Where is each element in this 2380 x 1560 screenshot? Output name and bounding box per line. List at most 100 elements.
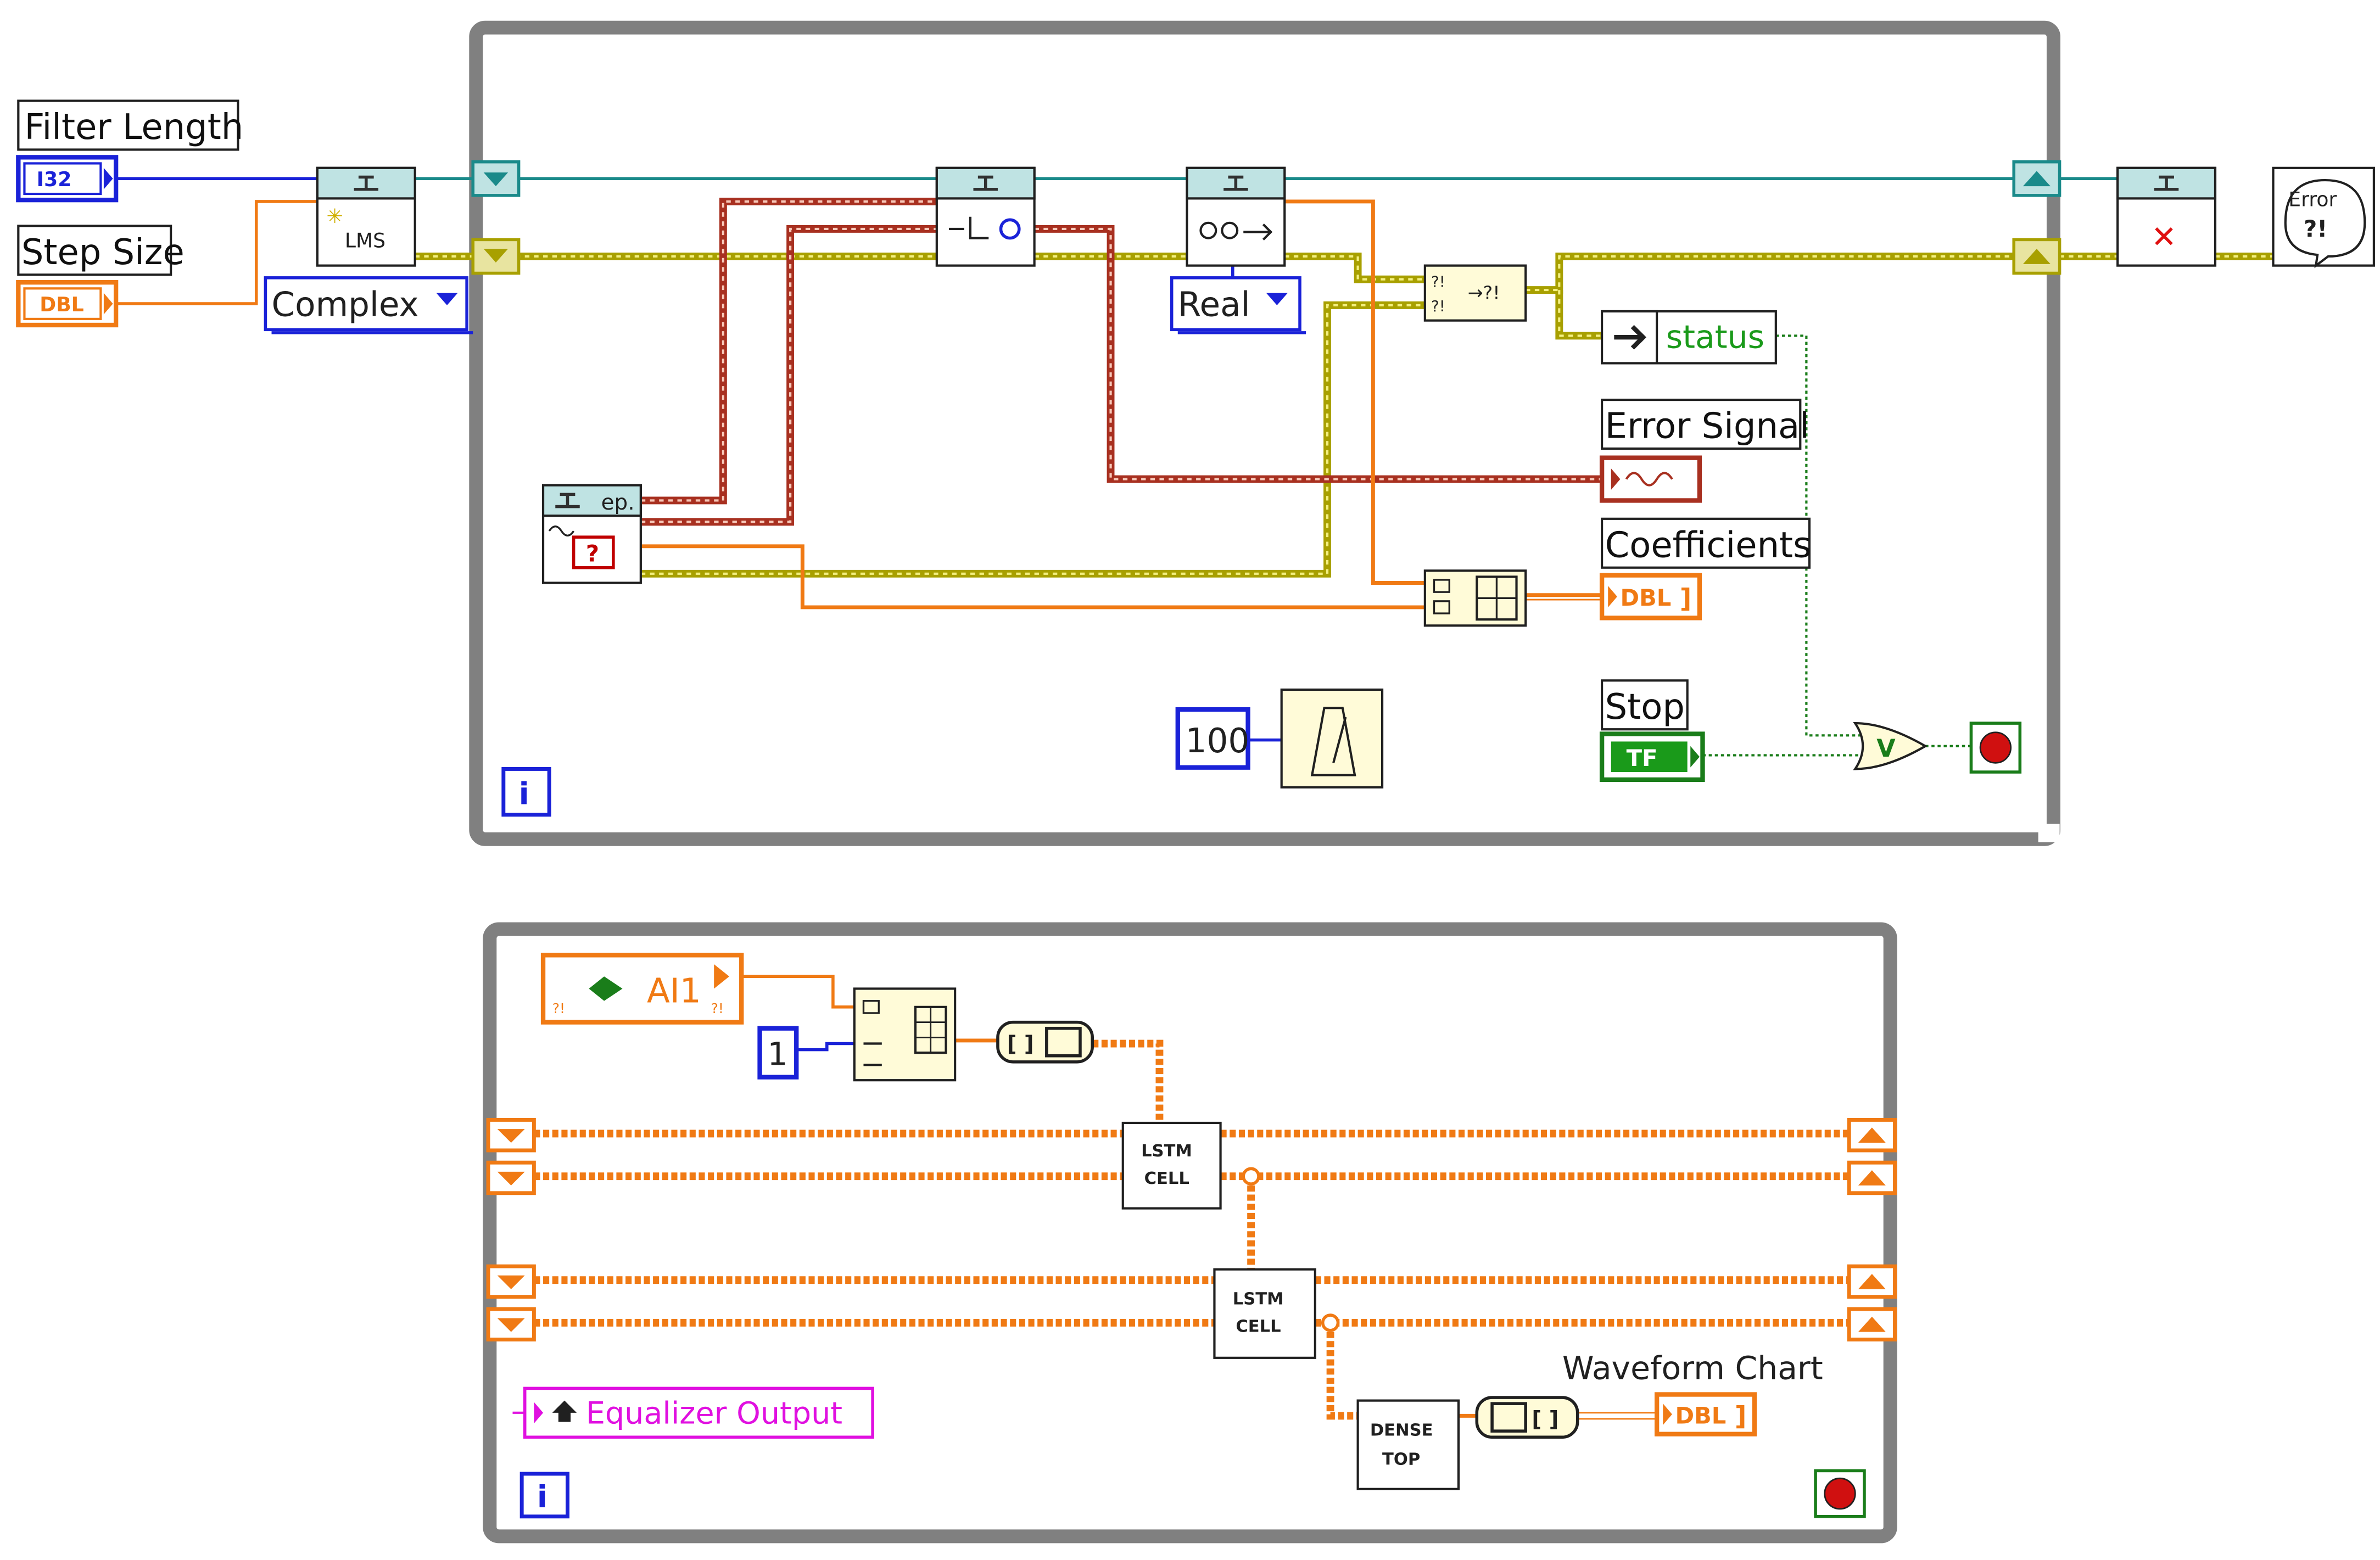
- tensor-to-array-node[interactable]: [ ]: [1475, 1396, 1579, 1439]
- loop-condition-bottom[interactable]: [1814, 1469, 1866, 1518]
- bottom-shift-registers[interactable]: [486, 1117, 1897, 1341]
- dense-line1: DENSE: [1370, 1421, 1433, 1440]
- wire-coeffs-2[interactable]: [640, 544, 1425, 610]
- wire-error-3[interactable]: [1284, 253, 1425, 283]
- wire-to-dense[interactable]: [1326, 1322, 1358, 1420]
- wait-constant[interactable]: 100: [1175, 707, 1250, 770]
- wire-error-status[interactable]: [1555, 290, 1605, 340]
- complex-ring-value: Complex: [272, 285, 419, 324]
- lms-star-icon: ✳: [327, 204, 343, 228]
- svg-text:[ ]: [ ]: [1007, 1032, 1034, 1056]
- filter-length-type: I32: [37, 167, 72, 191]
- loop-condition-top[interactable]: [1969, 722, 2022, 774]
- error-signal-indicator[interactable]: Error Signal: [1599, 399, 1809, 503]
- svg-text:→?!: →?!: [1468, 282, 1500, 304]
- loop-resize-corner: [2038, 824, 2060, 842]
- wire-error-merge[interactable]: [1526, 253, 2014, 294]
- svg-text:]: ]: [1735, 1401, 1747, 1432]
- coefficients-terminal[interactable]: [1599, 573, 1702, 620]
- lms-node-label: LMS: [345, 228, 386, 252]
- error-shift-register-in[interactable]: [471, 238, 521, 275]
- coefficients-indicator[interactable]: Coefficients DBL ]: [1599, 517, 1811, 620]
- wire-coeffs-1[interactable]: [1284, 199, 1425, 585]
- filter-length-control[interactable]: Filter Length I32: [16, 99, 243, 203]
- local-var-label: Equalizer Output: [586, 1395, 842, 1431]
- reshape-array-node[interactable]: [853, 987, 957, 1082]
- wait-value: 100: [1186, 722, 1250, 761]
- top-loop-frame[interactable]: [469, 20, 2060, 846]
- waveform-icon: [1625, 472, 1673, 487]
- wire-step-size[interactable]: [116, 200, 317, 305]
- waveform-chart-indicator[interactable]: Waveform Chart DBL ]: [1562, 1350, 1823, 1436]
- coefficients-type: DBL: [1620, 584, 1671, 611]
- top-while-loop[interactable]: [469, 20, 2060, 846]
- daq-read-node[interactable]: ep. ?: [541, 484, 642, 584]
- chevron-down-icon: [1266, 293, 1288, 305]
- daq-node-label: ep.: [601, 490, 635, 515]
- adaptive-filter-node[interactable]: [935, 166, 1036, 267]
- or-gate[interactable]: V: [1853, 722, 1928, 770]
- wire-ai1[interactable]: [741, 975, 858, 1009]
- wire-status-bool[interactable]: [1775, 334, 1864, 737]
- wire-const-one[interactable]: [796, 1042, 858, 1052]
- simple-error-handler[interactable]: Error ?!: [2272, 166, 2375, 269]
- dense-top-node[interactable]: DENSE TOP: [1356, 1399, 1460, 1490]
- merge-errors-node[interactable]: ?! ?! →?!: [1423, 264, 1527, 322]
- status-label: status: [1666, 318, 1764, 356]
- wire-error-daq[interactable]: [640, 301, 1425, 578]
- svg-text:?!: ?!: [1431, 273, 1445, 291]
- iteration-terminal-bottom: i: [519, 1472, 569, 1519]
- lstm-1-line1: LSTM: [1141, 1142, 1192, 1161]
- iteration-label-bottom: i: [537, 1479, 547, 1515]
- stop-type: TF: [1627, 745, 1658, 771]
- status-indicator[interactable]: status: [1601, 310, 1777, 365]
- stop-label: Stop: [1605, 687, 1685, 728]
- wire-waveform-2[interactable]: [640, 225, 937, 526]
- complex-ring-constant[interactable]: Complex: [264, 276, 473, 334]
- equalizer-output-local-variable[interactable]: Equalizer Output: [523, 1386, 874, 1439]
- waveform-chart-type: DBL: [1675, 1402, 1726, 1429]
- iteration-terminal-top: i: [501, 767, 551, 817]
- array-to-tensor-node[interactable]: [ ]: [996, 1020, 1094, 1064]
- lstm-cell-2[interactable]: LSTM CELL: [1213, 1268, 1316, 1359]
- wait-ms-node[interactable]: [1280, 688, 1384, 789]
- stop-control[interactable]: Stop TF: [1599, 679, 1705, 782]
- chip-icon: [589, 976, 623, 1001]
- step-size-label-box: [17, 225, 172, 276]
- get-coefficients-node[interactable]: [1186, 166, 1286, 267]
- release-node[interactable]: ✕: [2116, 166, 2217, 267]
- home-icon: [552, 1400, 577, 1422]
- real-ring-constant[interactable]: Real: [1170, 276, 1306, 334]
- speech-bubble-icon: [2284, 178, 2366, 269]
- iteration-label-top: i: [519, 776, 529, 812]
- const-one[interactable]: 1: [757, 1026, 799, 1080]
- lms-create-node[interactable]: ✳ LMS: [316, 166, 416, 267]
- svg-text:?!: ?!: [552, 1000, 565, 1016]
- lstm-cell-1[interactable]: LSTM CELL: [1121, 1121, 1222, 1210]
- waveform-chart-terminal[interactable]: [1654, 1392, 1757, 1436]
- lstm-2-line2: CELL: [1236, 1317, 1281, 1337]
- lms-node-icon: [354, 175, 378, 191]
- bottom-while-loop[interactable]: [483, 922, 1897, 1544]
- question-icon: [572, 535, 615, 569]
- error-handler-text2: ?!: [2304, 215, 2327, 242]
- step-size-label: Step Size: [21, 232, 185, 273]
- lstm-1-line2: CELL: [1144, 1169, 1189, 1188]
- wire-input-tensor[interactable]: [1092, 1039, 1164, 1123]
- stop-sign-icon: [1979, 731, 2012, 764]
- glasses-icon: [1199, 221, 1217, 239]
- error-handler-text1: Error: [2288, 187, 2337, 211]
- build-array-node[interactable]: [1423, 569, 1527, 627]
- svg-text:?!: ?!: [711, 1000, 724, 1016]
- or-gate-label: V: [1876, 735, 1896, 763]
- ai-channel-label: AI1: [647, 972, 701, 1011]
- bottom-loop-frame[interactable]: [483, 922, 1897, 1544]
- ai1-channel-node[interactable]: ?! AI1 ?!: [540, 953, 744, 1025]
- step-size-control[interactable]: Step Size DBL: [16, 225, 185, 328]
- top-shift-registers[interactable]: [471, 160, 2061, 275]
- filter-icon: [949, 216, 989, 239]
- refresh-icon: [999, 218, 1021, 240]
- stop-sign-icon: [1824, 1477, 1856, 1510]
- step-size-type: DBL: [40, 293, 84, 316]
